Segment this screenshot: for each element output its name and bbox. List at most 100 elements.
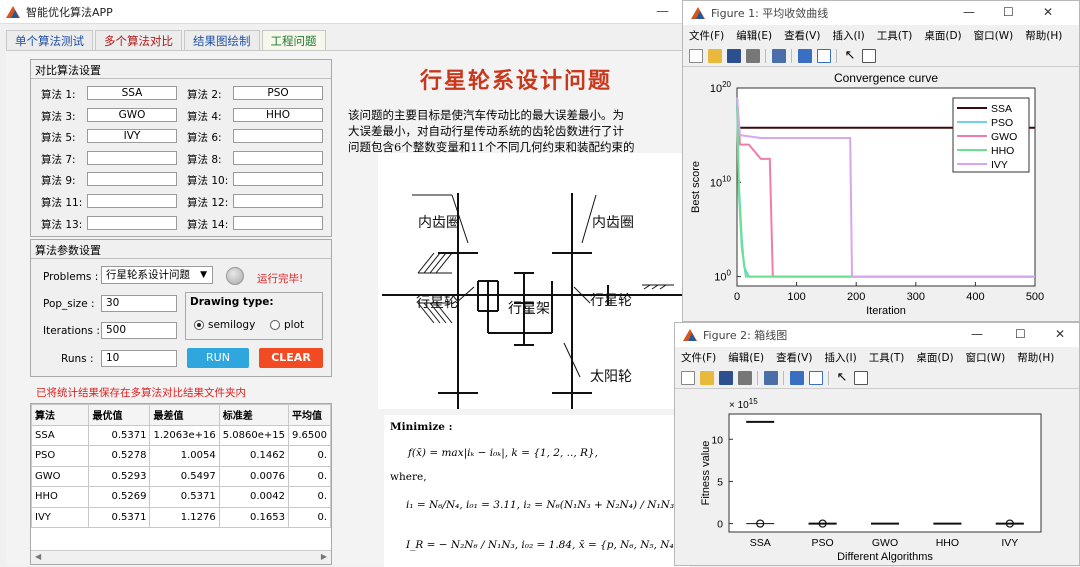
x-tick-label: PSO	[812, 537, 834, 549]
menu-edit[interactable]: 编辑(E)	[736, 29, 773, 42]
iterations-input[interactable]: 500	[101, 322, 177, 339]
print-icon[interactable]	[746, 48, 760, 63]
pointer-icon[interactable]: ↖	[844, 47, 856, 63]
algorithm-slot-input[interactable]: GWO	[87, 107, 177, 122]
colorbar-icon[interactable]	[798, 48, 812, 63]
maximize-icon[interactable]: ☐	[1003, 5, 1014, 19]
menu-help[interactable]: 帮助(H)	[1025, 29, 1063, 42]
tab-multi-compare[interactable]: 多个算法对比	[95, 30, 182, 50]
close-icon[interactable]: ✕	[1043, 5, 1054, 19]
tab-engineering[interactable]: 工程问题	[261, 30, 326, 50]
scroll-left-icon[interactable]: ◀	[35, 552, 42, 561]
algorithm-slot-input[interactable]: PSO	[233, 86, 323, 100]
legend-icon[interactable]	[817, 48, 831, 63]
algorithm-slot-input[interactable]	[233, 150, 323, 165]
y-tick-label: 100	[714, 269, 731, 284]
algorithm-slot-input[interactable]: HHO	[233, 107, 323, 122]
col-header: 标准差	[218, 404, 289, 426]
maximize-icon[interactable]: ☐	[1015, 327, 1026, 341]
y-tick-label: 1020	[710, 80, 732, 95]
value-cell: 0.	[287, 486, 331, 508]
tab-bar: 单个算法测试 多个算法对比 结果图绘制 工程问题	[6, 30, 328, 50]
matlab-logo-icon	[691, 7, 705, 19]
open-icon[interactable]	[700, 370, 714, 385]
menu-file[interactable]: 文件(F)	[681, 351, 717, 364]
value-cell: 0.5497	[149, 465, 220, 487]
algorithm-slot-input[interactable]	[233, 129, 323, 144]
menu-edit[interactable]: 编辑(E)	[728, 351, 765, 364]
algorithm-slot-input[interactable]	[233, 194, 323, 208]
minimize-icon[interactable]: —	[656, 4, 669, 19]
property-editor-icon[interactable]	[862, 48, 876, 63]
tab-single-test[interactable]: 单个算法测试	[6, 30, 93, 50]
menu-insert[interactable]: 插入(I)	[824, 351, 857, 364]
algorithm-slot-input[interactable]	[87, 194, 177, 208]
reverse-ratio-formula: I_R = − N₂N₆ / N₁N₃, i₀₂ = 1.84, x̄ = {p…	[406, 539, 690, 551]
runs-input[interactable]: 10	[101, 350, 177, 367]
save-icon[interactable]	[719, 370, 733, 385]
algorithm-name-cell: SSA	[31, 424, 90, 446]
property-editor-icon[interactable]	[854, 370, 868, 385]
figure2-titlebar: Figure 2: 箱线图 — ☐ ✕	[675, 323, 1079, 347]
print-icon[interactable]	[738, 370, 752, 385]
scroll-right-icon[interactable]: ▶	[320, 552, 327, 561]
menu-view[interactable]: 查看(V)	[776, 351, 813, 364]
menu-file[interactable]: 文件(F)	[689, 29, 725, 42]
menu-insert[interactable]: 插入(I)	[832, 29, 865, 42]
algorithm-name-cell: PSO	[31, 445, 90, 467]
algorithm-slot-input[interactable]: SSA	[87, 86, 177, 100]
menu-tools[interactable]: 工具(T)	[876, 29, 913, 42]
menu-window[interactable]: 窗口(W)	[965, 351, 1006, 364]
label-sun: 太阳轮	[590, 369, 632, 385]
minimize-icon[interactable]: —	[963, 5, 975, 19]
algorithm-slot-input[interactable]: IVY	[87, 129, 177, 144]
gear-diagram-svg: 内齿圈 内齿圈 行星轮 行星架 行星轮 太阳轮	[382, 193, 690, 414]
horizontal-scrollbar[interactable]: ◀ ▶	[31, 550, 331, 564]
desc-line: 大误差最小，对自动行星传动系统的齿轮齿数进行了计	[348, 124, 624, 138]
minimize-icon[interactable]: —	[971, 327, 983, 341]
value-cell: 0.0042	[218, 486, 289, 508]
clear-button[interactable]: CLEAR	[259, 348, 323, 368]
save-icon[interactable]	[727, 48, 741, 63]
label-planet-left: 行星轮	[416, 295, 458, 311]
problem-select[interactable]: 行星轮系设计问题 ▼	[101, 266, 213, 284]
pointer-icon[interactable]: ↖	[836, 369, 848, 385]
menu-help[interactable]: 帮助(H)	[1017, 351, 1055, 364]
algorithm-slot-input[interactable]	[233, 172, 323, 187]
colorbar-icon[interactable]	[790, 370, 804, 385]
algorithm-slot-input[interactable]	[87, 215, 177, 230]
menu-desktop[interactable]: 桌面(D)	[916, 351, 954, 364]
objective-formula: f(x̄) = max|iₖ − i₀ₖ|, k = {1, 2, .., R}…	[408, 447, 598, 459]
new-figure-icon[interactable]	[681, 370, 695, 385]
semilogy-label: semilogy	[208, 319, 256, 331]
close-icon[interactable]: ✕	[1055, 327, 1066, 341]
menu-desktop[interactable]: 桌面(D)	[924, 29, 962, 42]
link-plot-icon[interactable]	[764, 370, 778, 385]
open-icon[interactable]	[708, 48, 722, 63]
run-button[interactable]: RUN	[187, 348, 249, 368]
algorithm-slot-input[interactable]	[87, 172, 177, 187]
algorithm-slot-input[interactable]	[87, 150, 177, 165]
param-panel: 算法参数设置 Problems : 行星轮系设计问题 ▼ 运行完毕! Pop_s…	[30, 239, 332, 377]
plot-radio[interactable]	[270, 320, 280, 330]
menu-window[interactable]: 窗口(W)	[973, 29, 1014, 42]
link-plot-icon[interactable]	[772, 48, 786, 63]
algorithm-slot-input[interactable]	[233, 215, 323, 230]
menu-tools[interactable]: 工具(T)	[868, 351, 905, 364]
pop-size-input[interactable]: 30	[101, 295, 177, 312]
legend-icon[interactable]	[809, 370, 823, 385]
where-label: where,	[390, 471, 427, 483]
menu-view[interactable]: 查看(V)	[784, 29, 821, 42]
semilogy-radio[interactable]	[194, 320, 204, 330]
new-figure-icon[interactable]	[689, 48, 703, 63]
tab-result-plot[interactable]: 结果图绘制	[184, 30, 260, 50]
y-tick-label: 0	[717, 519, 723, 531]
